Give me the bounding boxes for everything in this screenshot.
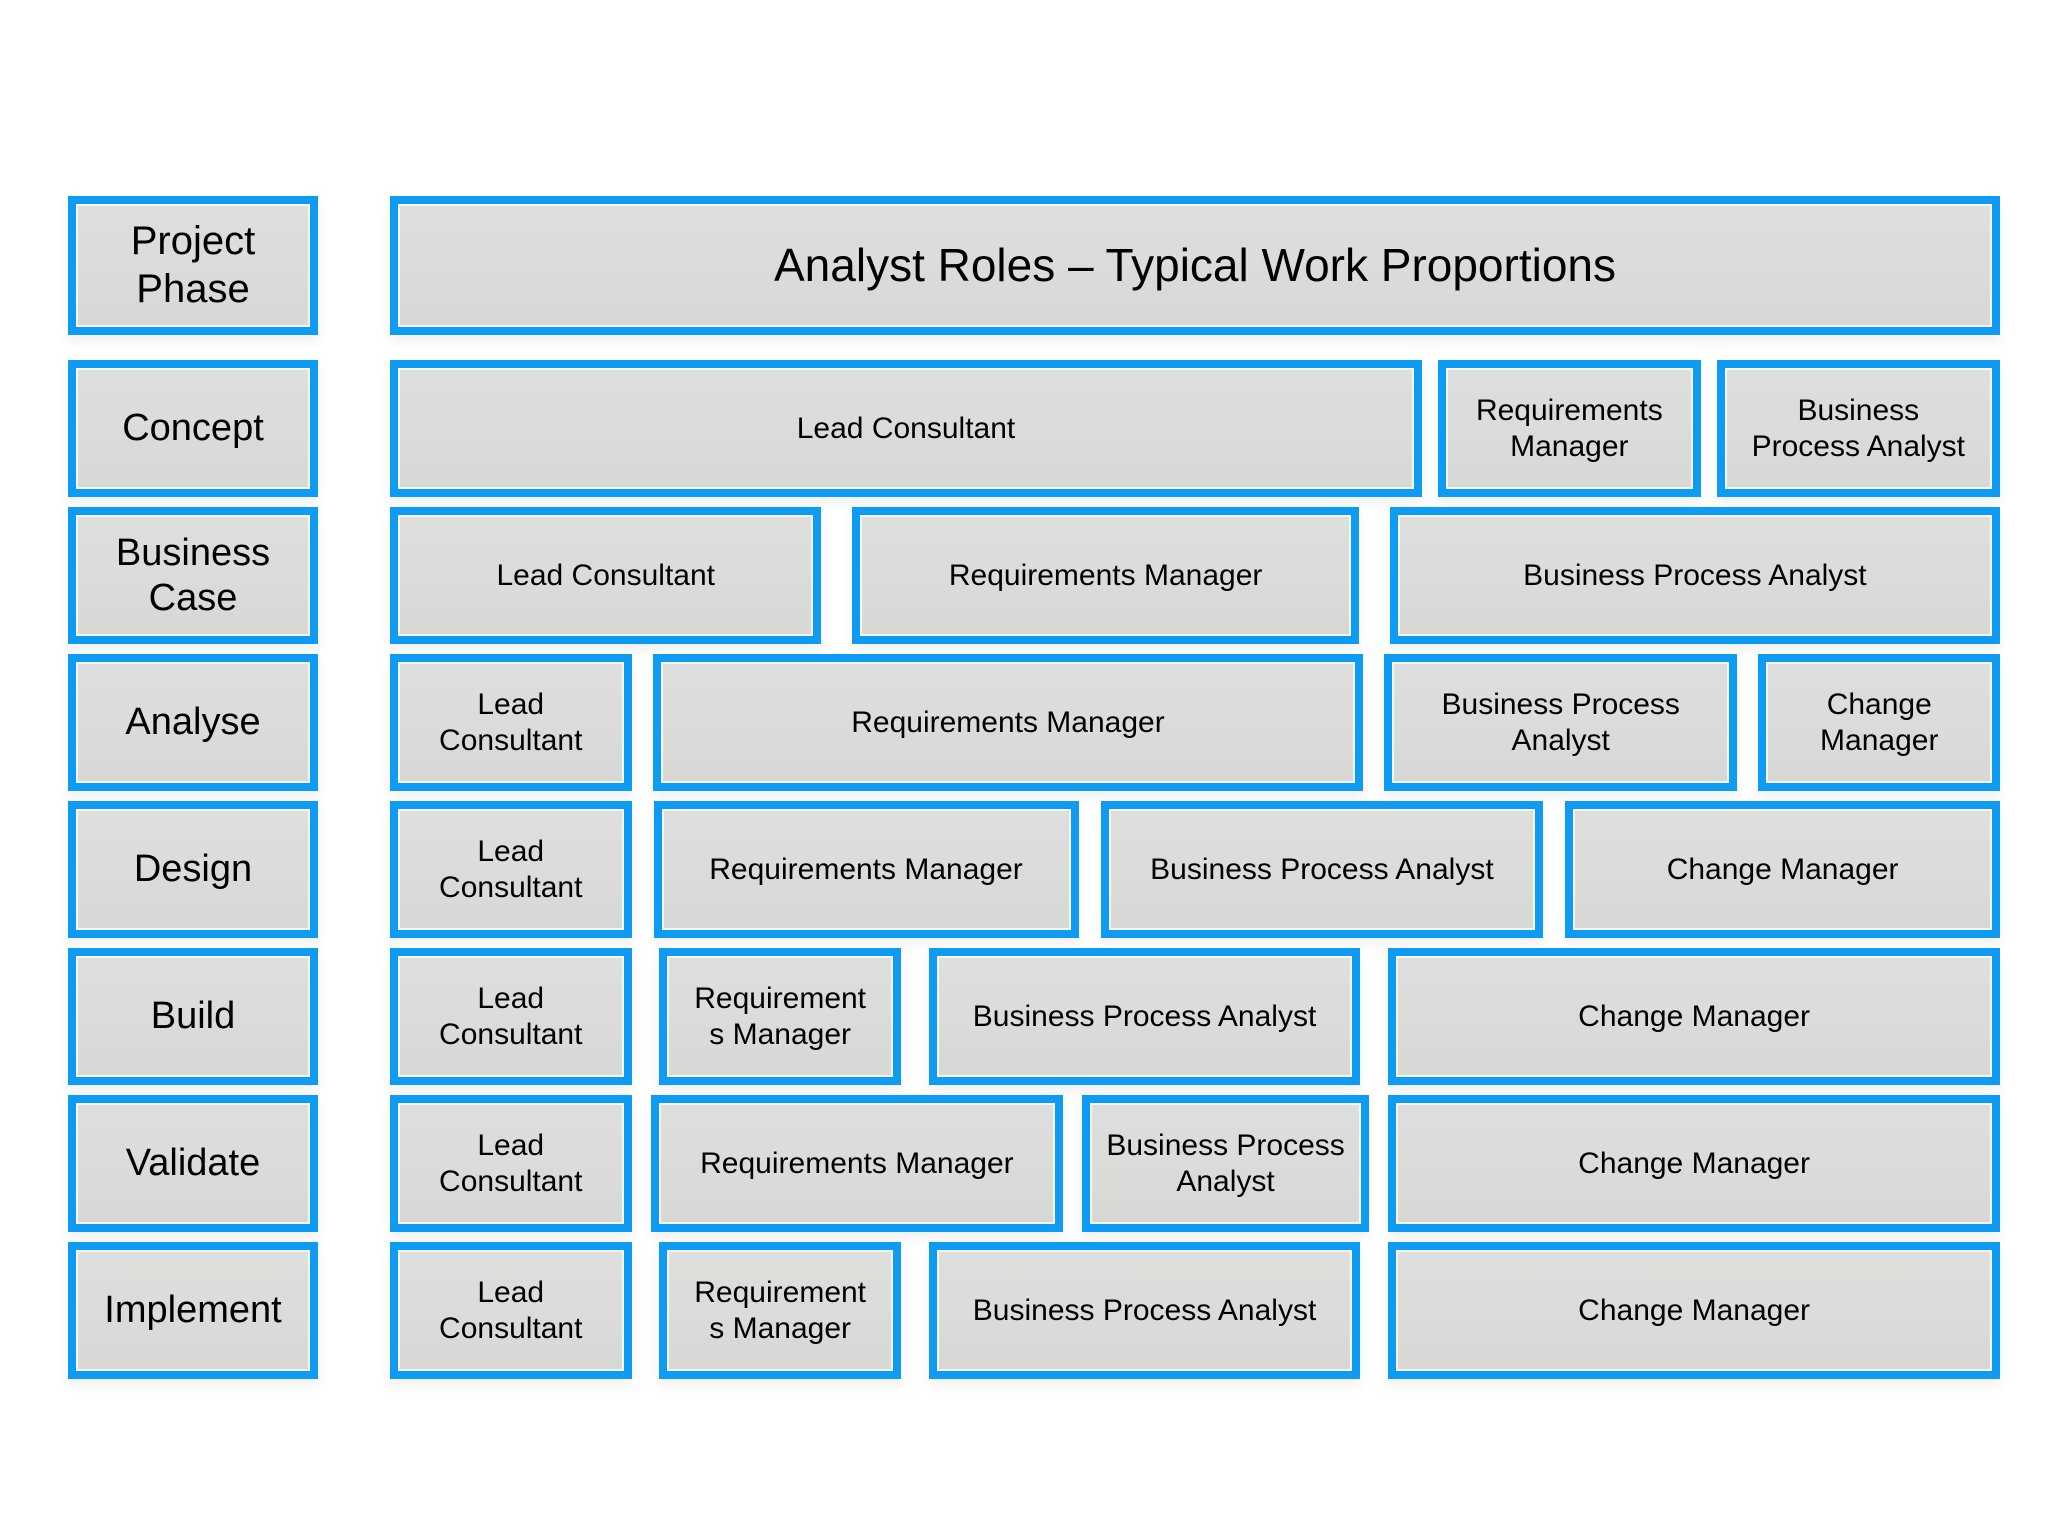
role-cell-requirements-manager: Requirements Manager xyxy=(650,1095,1063,1232)
role-label: Business Process Analyst xyxy=(972,999,1317,1033)
phase-label: Design xyxy=(133,848,253,891)
role-cell-business-process-analyst: Business Process Analyst xyxy=(1389,507,2000,644)
phase-label: Business Case xyxy=(115,531,271,619)
role-cell-business-process-analyst: Business Process Analyst xyxy=(1716,360,2000,497)
row-design: Lead Consultant Requirements Manager Bus… xyxy=(390,801,2000,938)
role-label: Change Manager xyxy=(1578,1146,1810,1180)
phase-column-header-box: Project Phase xyxy=(68,196,318,335)
role-cell-business-process-analyst: Business Process Analyst xyxy=(928,948,1361,1085)
role-label: Business Process Analyst xyxy=(1150,852,1494,886)
role-cell-business-process-analyst: Business Process Analyst xyxy=(1384,654,1738,791)
role-cell-requirements-manager: Requirements Manager xyxy=(652,654,1363,791)
role-cell-business-process-analyst: Business Process Analyst xyxy=(928,1242,1361,1379)
role-label: Lead Consultant xyxy=(439,1129,583,1198)
row-build: Lead Consultant Requirement s Manager Bu… xyxy=(390,948,2000,1085)
phase-box-design: Design xyxy=(68,801,318,938)
row-implement: Lead Consultant Requirement s Manager Bu… xyxy=(390,1242,2000,1379)
diagram-title: Analyst Roles – Typical Work Proportions xyxy=(774,239,1616,292)
role-label: Requirements Manager xyxy=(700,1146,1014,1180)
role-label: Requirements Manager xyxy=(709,852,1023,886)
role-label: Change Manager xyxy=(1666,852,1899,886)
diagram-title-box: Analyst Roles – Typical Work Proportions xyxy=(390,196,2000,335)
role-cell-lead-consultant: Lead Consultant xyxy=(390,507,822,644)
row-business-case: Lead Consultant Requirements Manager Bus… xyxy=(390,507,2000,644)
role-cell-lead-consultant: Lead Consultant xyxy=(390,360,1422,497)
phase-label: Analyse xyxy=(125,701,261,744)
role-label: Business Process Analyst xyxy=(1523,558,1867,592)
role-label: Business Process Analyst xyxy=(1751,394,1966,463)
role-cell-requirements-manager: Requirements Manager xyxy=(1438,360,1701,497)
role-label: Requirement s Manager xyxy=(694,1276,867,1345)
role-cell-lead-consultant: Lead Consultant xyxy=(390,1095,632,1232)
role-cell-change-manager: Change Manager xyxy=(1388,1095,2000,1232)
role-label: Lead Consultant xyxy=(439,1276,583,1345)
role-cell-business-process-analyst: Business Process Analyst xyxy=(1100,801,1544,938)
role-label: Lead Consultant xyxy=(439,982,583,1051)
role-label: Business Process Analyst xyxy=(972,1293,1317,1327)
role-label: Requirements Manager xyxy=(1475,394,1663,463)
phase-label: Implement xyxy=(104,1289,282,1332)
role-cell-business-process-analyst: Business Process Analyst xyxy=(1082,1095,1369,1232)
role-label: Lead Consultant xyxy=(796,411,1016,445)
role-label: Requirements Manager xyxy=(851,705,1165,739)
role-cell-change-manager: Change Manager xyxy=(1565,801,2000,938)
role-cell-requirements-manager: Requirements Manager xyxy=(653,801,1079,938)
role-cell-lead-consultant: Lead Consultant xyxy=(390,1242,632,1379)
role-cell-change-manager: Change Manager xyxy=(1758,654,2000,791)
phase-label: Build xyxy=(150,995,236,1038)
role-label: Requirement s Manager xyxy=(694,982,867,1051)
role-label: Lead Consultant xyxy=(439,835,583,904)
phase-box-build: Build xyxy=(68,948,318,1085)
role-cell-lead-consultant: Lead Consultant xyxy=(390,801,632,938)
role-label: Lead Consultant xyxy=(496,558,715,592)
phase-box-business-case: Business Case xyxy=(68,507,318,644)
phase-column-header-label: Project Phase xyxy=(130,219,256,311)
role-cell-lead-consultant: Lead Consultant xyxy=(390,654,632,791)
role-label: Change Manager xyxy=(1578,999,1810,1033)
role-label: Business Process Analyst xyxy=(1106,1129,1345,1198)
role-cell-requirements-manager: Requirements Manager xyxy=(852,507,1360,644)
row-validate: Lead Consultant Requirements Manager Bus… xyxy=(390,1095,2000,1232)
role-label: Business Process Analyst xyxy=(1441,688,1680,757)
role-label: Lead Consultant xyxy=(439,688,583,757)
role-label: Change Manager xyxy=(1578,1293,1810,1327)
role-cell-change-manager: Change Manager xyxy=(1388,1242,2000,1379)
role-cell-requirements-manager: Requirement s Manager xyxy=(659,1242,901,1379)
role-label: Requirements Manager xyxy=(948,558,1263,592)
role-cell-requirements-manager: Requirement s Manager xyxy=(659,948,901,1085)
role-cell-lead-consultant: Lead Consultant xyxy=(390,948,632,1085)
row-concept: Lead Consultant Requirements Manager Bus… xyxy=(390,360,2000,497)
phase-box-implement: Implement xyxy=(68,1242,318,1379)
role-label: Change Manager xyxy=(1820,688,1939,757)
phase-label: Concept xyxy=(122,407,264,450)
row-analyse: Lead Consultant Requirements Manager Bus… xyxy=(390,654,2000,791)
phase-box-validate: Validate xyxy=(68,1095,318,1232)
phase-box-concept: Concept xyxy=(68,360,318,497)
phase-label: Validate xyxy=(125,1142,261,1185)
role-cell-change-manager: Change Manager xyxy=(1388,948,2000,1085)
phase-box-analyse: Analyse xyxy=(68,654,318,791)
